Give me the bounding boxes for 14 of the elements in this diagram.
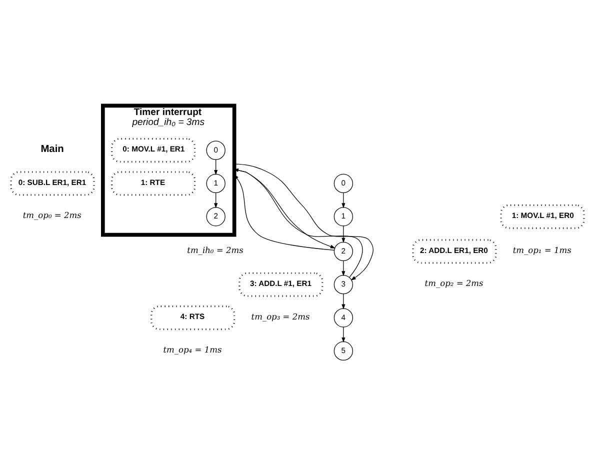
- node-label: tm_op₄ = 1ms: [163, 344, 222, 354]
- arrow: [342, 192, 346, 208]
- arrow: [342, 225, 346, 243]
- arrow: [214, 192, 218, 208]
- label: Main: [40, 144, 64, 155]
- arrow: [342, 260, 346, 276]
- arrow: [342, 326, 346, 342]
- node-label: tm_op₀ = 2ms: [22, 210, 82, 220]
- node-label: tm_op₃ = 2ms: [251, 310, 310, 321]
- arrow: [342, 293, 346, 309]
- node-label: tm_op₂ = 2ms: [424, 278, 484, 288]
- arrow: [214, 158, 218, 175]
- node-label: tm_op₁ = 1ms: [512, 244, 572, 254]
- node-label: tm_ih₀ = 2ms: [187, 244, 244, 254]
